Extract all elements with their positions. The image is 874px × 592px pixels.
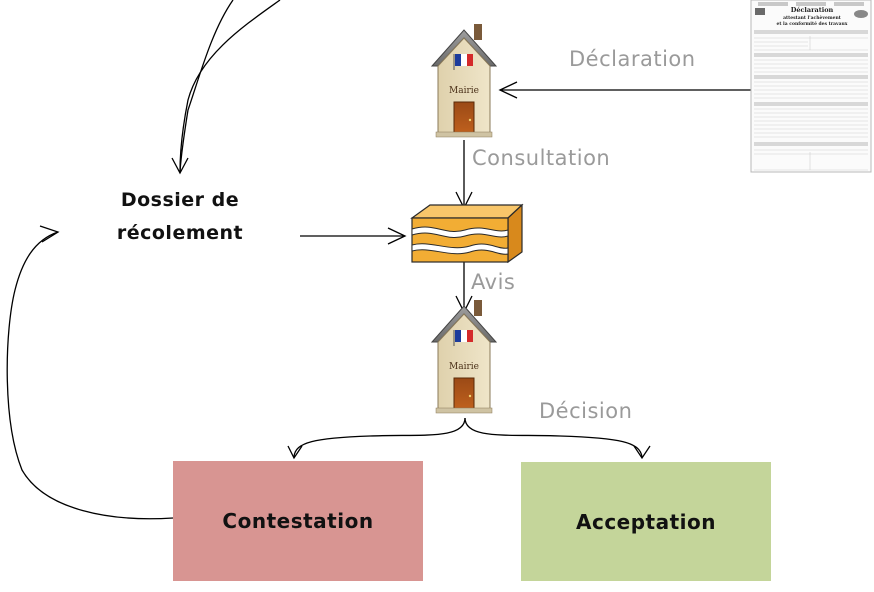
arrow-decision-right [464,417,643,458]
declaration-form-icon: Déclaration attestant l'achèvement et la… [750,0,872,173]
contestation-node: Contestation [173,461,423,581]
form-title-line1: Déclaration [791,6,834,14]
town-hall-icon: Mairie [431,23,497,138]
arrowhead-decision-right [633,445,651,460]
arrow-from-top-left [179,0,234,173]
contestation-label: Contestation [222,509,374,533]
arrowhead-dossier-to-stack [387,227,407,245]
arrowhead-declaration [498,81,518,99]
form-title-line2: attestant l'achèvement [783,14,842,21]
acceptation-node: Acceptation [521,462,771,581]
arrow-contestation-loop [6,231,174,520]
arrowhead-contestation-loop [39,225,60,243]
edge-label-declaration: Déclaration [569,47,696,71]
arrow-from-top-right [179,0,281,173]
edge-label-consultation: Consultation [472,146,611,170]
arrow-decision-left [293,417,466,458]
edge-label-decision: Décision [539,399,633,423]
town-hall-sign: Mairie [449,362,479,372]
acceptation-label: Acceptation [575,509,717,534]
town-hall-sign: Mairie [449,86,479,96]
form-title-line3: et la conformité des travaux [777,20,848,27]
dossier-title-line1: Dossier de [120,189,240,211]
arrowhead-decision-left [287,445,303,460]
dossier-de-recolement-label: Dossier de récolement [96,184,264,250]
town-hall-icon: Mairie [431,299,497,414]
edge-label-avis: Avis [471,270,516,294]
layered-stack-icon [410,203,524,264]
arrowhead-dossier [171,157,189,175]
dossier-title-line2: récolement [116,222,244,244]
